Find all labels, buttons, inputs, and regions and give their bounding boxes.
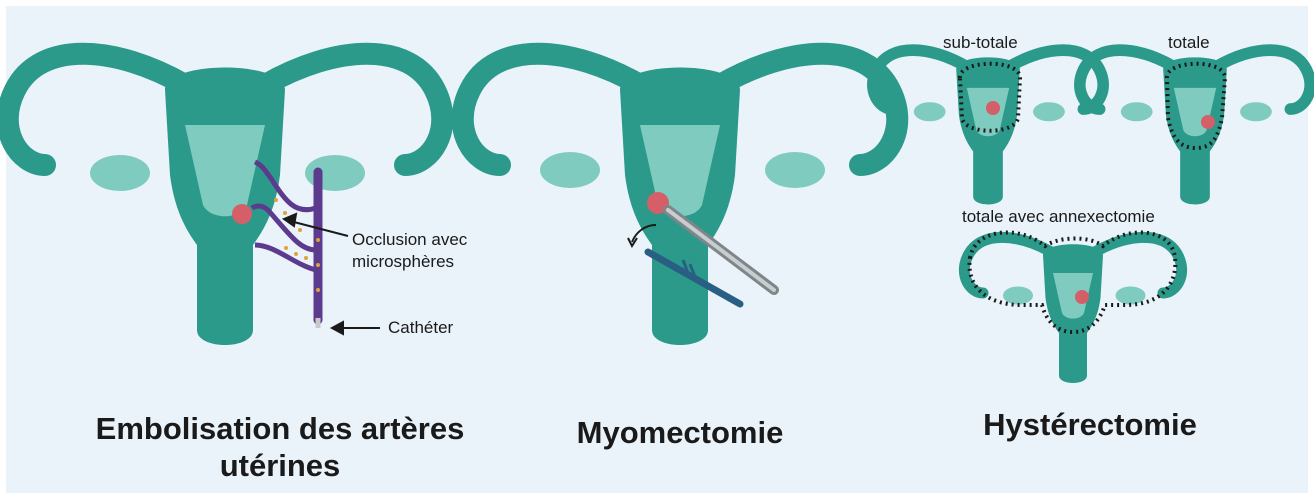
fibroid-icon: [1075, 290, 1089, 304]
hysterectomie-title: Hystérectomie: [940, 406, 1240, 443]
catheter-label: Cathéter: [388, 318, 453, 338]
fibroid-icon: [1201, 115, 1215, 129]
subtotal-label: sub-totale: [943, 33, 1018, 53]
annex-label: totale avec annexectomie: [962, 207, 1155, 227]
fibroid-icon: [986, 101, 1000, 115]
total-label: totale: [1168, 33, 1210, 53]
fibroid-icon: [232, 204, 252, 224]
myomectomie-title: Myomectomie: [540, 414, 820, 451]
embolisation-title: Embolisation des artères utérines: [80, 410, 480, 484]
occlusion-label: Occlusion avec microsphères: [352, 229, 467, 273]
